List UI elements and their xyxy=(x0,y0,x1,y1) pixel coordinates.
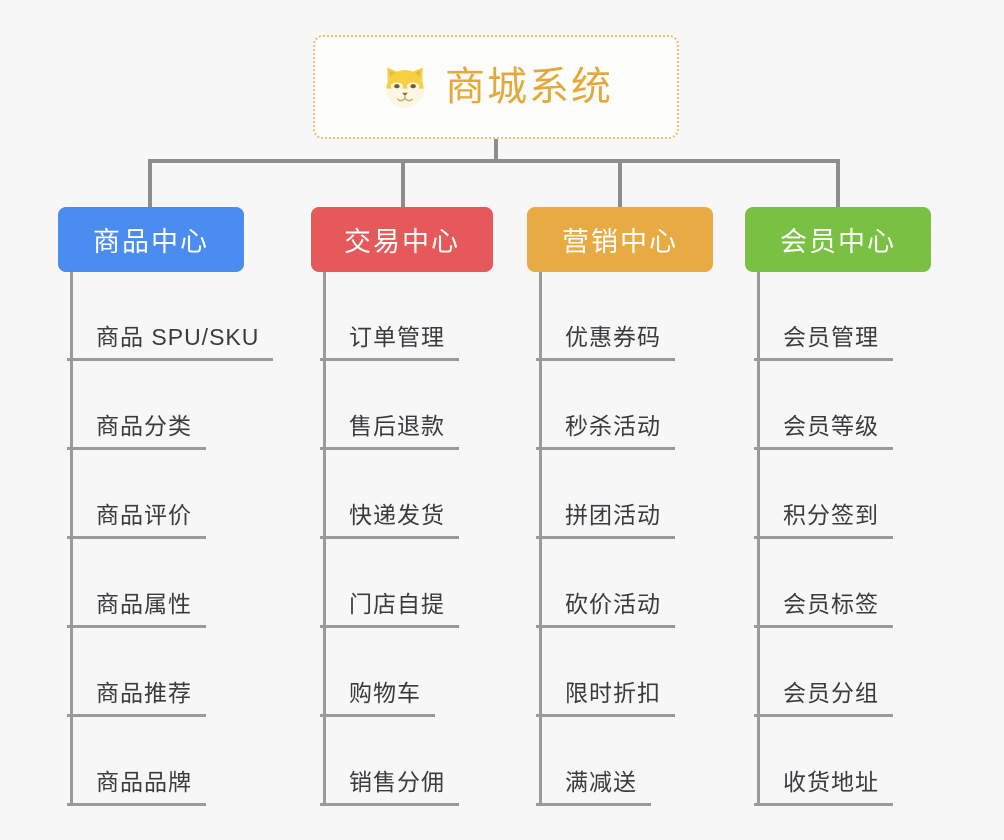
leaf-item[interactable]: 优惠券码 xyxy=(536,272,713,361)
leaf-item[interactable]: 快递发货 xyxy=(320,450,493,539)
connector-horizontal-bus xyxy=(148,159,840,163)
leaf-item-label: 满减送 xyxy=(565,768,637,795)
leaf-item[interactable]: 会员分组 xyxy=(754,628,931,717)
leaf-spine-3 xyxy=(539,272,542,806)
leaf-item-underline: 购物车 xyxy=(320,679,435,717)
leaf-item[interactable]: 会员等级 xyxy=(754,361,931,450)
leaf-item-underline: 满减送 xyxy=(536,768,651,806)
leaf-item[interactable]: 商品推荐 xyxy=(67,628,244,717)
leaf-item-label: 限时折扣 xyxy=(565,679,661,706)
leaf-item-label: 商品分类 xyxy=(96,412,192,439)
leaf-item-underline: 优惠券码 xyxy=(536,323,675,361)
category-column-2: 交易中心订单管理售后退款快递发货门店自提购物车销售分佣 xyxy=(311,207,493,806)
leaf-item-underline: 售后退款 xyxy=(320,412,459,450)
leaf-item-underline: 销售分佣 xyxy=(320,768,459,806)
leaf-item[interactable]: 会员标签 xyxy=(754,539,931,628)
leaf-item-underline: 商品推荐 xyxy=(67,679,206,717)
leaf-spine-2 xyxy=(323,272,326,806)
leaf-item-underline: 商品评价 xyxy=(67,501,206,539)
leaf-item-label: 购物车 xyxy=(349,679,421,706)
connector-drop-3 xyxy=(618,159,622,209)
leaf-item[interactable]: 商品品牌 xyxy=(67,717,244,806)
leaf-item[interactable]: 商品属性 xyxy=(67,539,244,628)
shiba-dog-face-icon xyxy=(379,61,431,113)
leaf-item-label: 订单管理 xyxy=(349,323,445,350)
leaf-item-underline: 商品 SPU/SKU xyxy=(67,323,274,361)
leaf-item-label: 会员标签 xyxy=(783,590,879,617)
leaf-item[interactable]: 砍价活动 xyxy=(536,539,713,628)
connector-drop-1 xyxy=(148,159,152,209)
leaf-item[interactable]: 满减送 xyxy=(536,717,713,806)
category-header-3[interactable]: 营销中心 xyxy=(527,207,713,272)
leaf-item[interactable]: 门店自提 xyxy=(320,539,493,628)
leaf-item[interactable]: 售后退款 xyxy=(320,361,493,450)
leaf-item-underline: 限时折扣 xyxy=(536,679,675,717)
category-column-4: 会员中心会员管理会员等级积分签到会员标签会员分组收货地址 xyxy=(745,207,931,806)
leaf-item-label: 秒杀活动 xyxy=(565,412,661,439)
leaf-item-underline: 快递发货 xyxy=(320,501,459,539)
leaf-item-underline: 订单管理 xyxy=(320,323,459,361)
leaf-item-label: 商品评价 xyxy=(96,501,192,528)
leaf-item-underline: 门店自提 xyxy=(320,590,459,628)
category-column-1: 商品中心商品 SPU/SKU 商品分类商品评价商品属性商品推荐商品品牌 xyxy=(58,207,274,806)
connector-root-stem xyxy=(494,139,498,162)
leaf-item-label: 优惠券码 xyxy=(565,323,661,350)
leaf-list-1: 商品 SPU/SKU 商品分类商品评价商品属性商品推荐商品品牌 xyxy=(67,272,274,806)
category-header-2[interactable]: 交易中心 xyxy=(311,207,493,272)
category-header-4[interactable]: 会员中心 xyxy=(745,207,931,272)
category-column-3: 营销中心优惠券码秒杀活动拼团活动砍价活动限时折扣满减送 xyxy=(527,207,713,806)
leaf-item-underline: 拼团活动 xyxy=(536,501,675,539)
leaf-item-label: 积分签到 xyxy=(783,501,879,528)
leaf-item-label: 收货地址 xyxy=(783,768,879,795)
leaf-item-label: 拼团活动 xyxy=(565,501,661,528)
leaf-item-underline: 商品分类 xyxy=(67,412,206,450)
leaf-item-label: 商品 SPU/SKU xyxy=(96,323,260,350)
leaf-item-label: 砍价活动 xyxy=(565,590,661,617)
leaf-item[interactable]: 会员管理 xyxy=(754,272,931,361)
root-title: 商城系统 xyxy=(445,65,613,109)
leaf-item[interactable]: 拼团活动 xyxy=(536,450,713,539)
leaf-item-label: 商品属性 xyxy=(96,590,192,617)
leaf-item-underline: 砍价活动 xyxy=(536,590,675,628)
leaf-list-4: 会员管理会员等级积分签到会员标签会员分组收货地址 xyxy=(754,272,931,806)
leaf-item[interactable]: 购物车 xyxy=(320,628,493,717)
leaf-list-2: 订单管理售后退款快递发货门店自提购物车销售分佣 xyxy=(320,272,493,806)
leaf-item-label: 快递发货 xyxy=(349,501,445,528)
root-node[interactable]: 商城系统 xyxy=(313,35,679,139)
leaf-item[interactable]: 商品 SPU/SKU xyxy=(67,272,274,361)
connector-drop-4 xyxy=(836,159,840,209)
category-header-1[interactable]: 商品中心 xyxy=(58,207,244,272)
leaf-item-underline: 积分签到 xyxy=(754,501,893,539)
leaf-item-underline: 会员标签 xyxy=(754,590,893,628)
leaf-item-label: 会员分组 xyxy=(783,679,879,706)
leaf-item-label: 销售分佣 xyxy=(349,768,445,795)
leaf-item[interactable]: 销售分佣 xyxy=(320,717,493,806)
leaf-item-underline: 商品属性 xyxy=(67,590,206,628)
leaf-item[interactable]: 商品评价 xyxy=(67,450,244,539)
leaf-item[interactable]: 秒杀活动 xyxy=(536,361,713,450)
leaf-item-underline: 会员等级 xyxy=(754,412,893,450)
leaf-item-label: 会员等级 xyxy=(783,412,879,439)
leaf-item[interactable]: 积分签到 xyxy=(754,450,931,539)
leaf-item-underline: 会员分组 xyxy=(754,679,893,717)
leaf-item[interactable]: 订单管理 xyxy=(320,272,493,361)
connector-drop-2 xyxy=(401,159,405,209)
leaf-item-label: 售后退款 xyxy=(349,412,445,439)
leaf-item-underline: 商品品牌 xyxy=(67,768,206,806)
leaf-item-underline: 会员管理 xyxy=(754,323,893,361)
leaf-item-underline: 收货地址 xyxy=(754,768,893,806)
leaf-item-label: 商品品牌 xyxy=(96,768,192,795)
leaf-item-label: 会员管理 xyxy=(783,323,879,350)
leaf-item-label: 商品推荐 xyxy=(96,679,192,706)
leaf-item[interactable]: 收货地址 xyxy=(754,717,931,806)
leaf-list-3: 优惠券码秒杀活动拼团活动砍价活动限时折扣满减送 xyxy=(536,272,713,806)
leaf-item-underline: 秒杀活动 xyxy=(536,412,675,450)
leaf-item-label: 门店自提 xyxy=(349,590,445,617)
leaf-item[interactable]: 商品分类 xyxy=(67,361,244,450)
leaf-spine-1 xyxy=(70,272,73,806)
leaf-spine-4 xyxy=(757,272,760,806)
leaf-item[interactable]: 限时折扣 xyxy=(536,628,713,717)
